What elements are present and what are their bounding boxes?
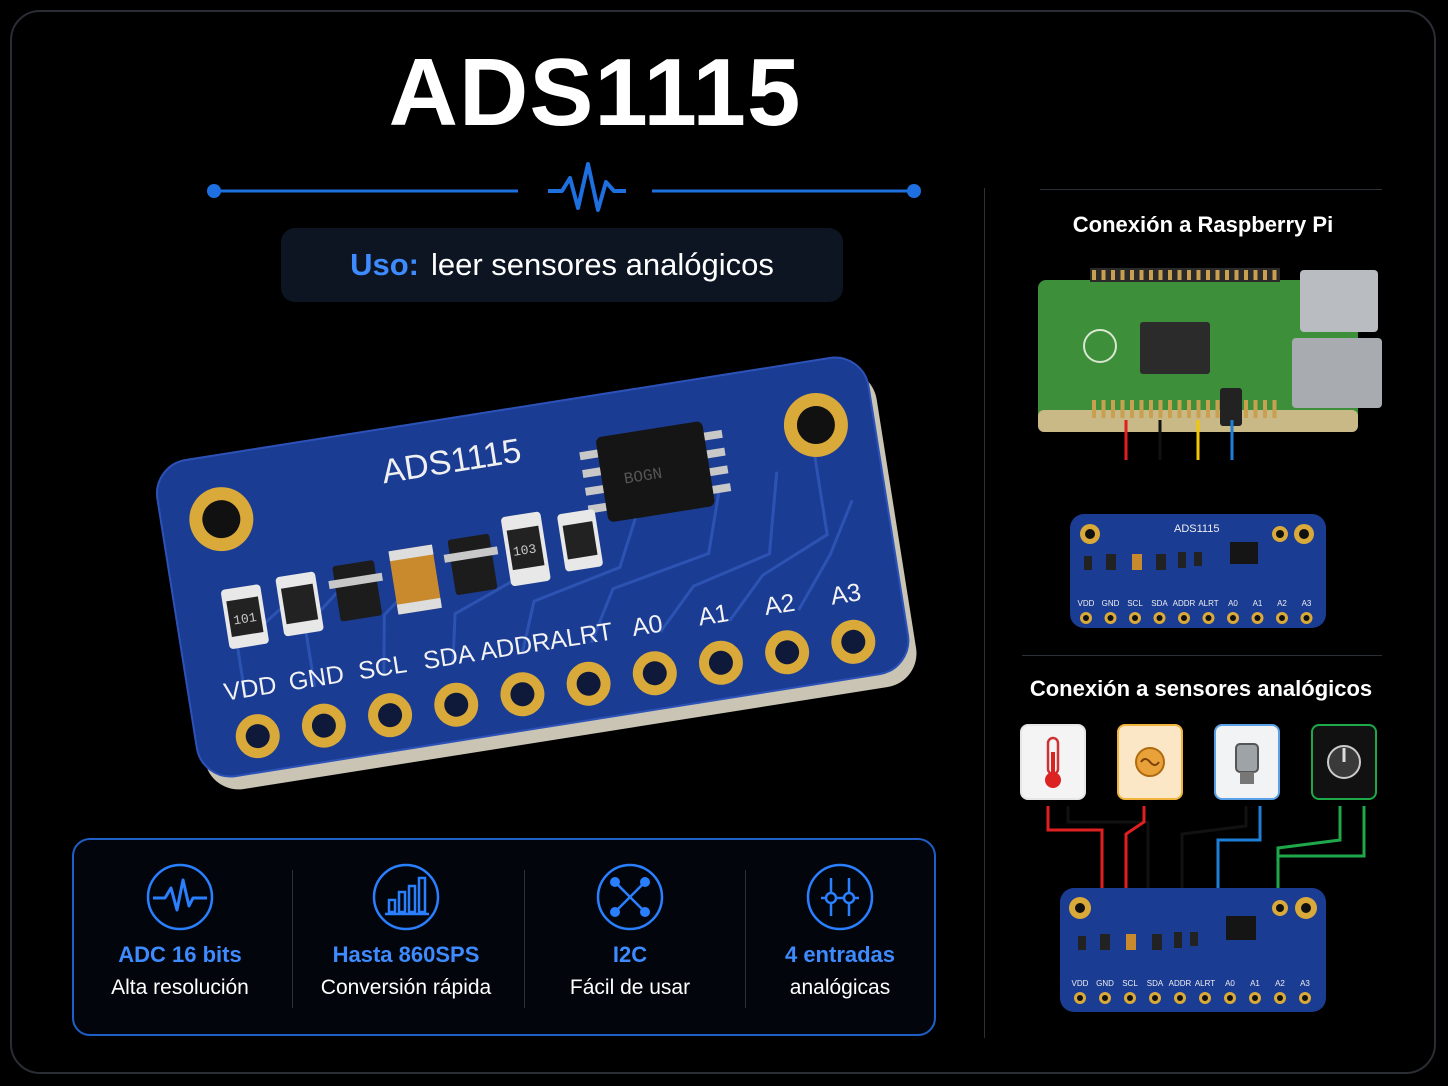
pressure-sensor-icon [1235, 743, 1259, 784]
pin-scl: SCL [1127, 599, 1143, 624]
thermometer-icon [1045, 736, 1061, 788]
resistor-code: 101 [232, 610, 258, 629]
title-divider [207, 162, 921, 212]
pin-label: A3 [1300, 979, 1310, 988]
pin-label: SDA [1147, 979, 1164, 988]
pin-a2: A2 [762, 589, 810, 675]
pin-a3: A3 [829, 578, 876, 664]
section-rule [1040, 189, 1382, 190]
pin-label: A3 [829, 578, 864, 610]
pin-gnd: GND [287, 660, 346, 748]
pin-label: A0 [630, 610, 665, 642]
pin-label: SCL [1122, 979, 1138, 988]
pin-gnd: GND [1096, 979, 1114, 1004]
pin-label: A2 [1275, 979, 1285, 988]
waveform-icon [548, 162, 626, 212]
small-board-label: ADS1115 [1174, 523, 1219, 535]
pressure-sensor [1214, 724, 1280, 800]
pin-scl: SCL [1122, 979, 1138, 1004]
bar-chart-icon [372, 863, 440, 931]
feature-subtitle: Alta resolución [111, 976, 249, 999]
feature-item: I2C Fácil de usar [530, 862, 730, 1000]
feature-title: ADC 16 bits [118, 942, 242, 967]
pin-a1: A1 [1251, 599, 1264, 624]
pin-sda: SDA [1147, 979, 1164, 1004]
sliders-icon [806, 863, 874, 931]
light-sensor-icon [1135, 747, 1165, 777]
pin-label: A0 [1228, 599, 1238, 608]
feature-divider [292, 870, 293, 1008]
pin-a0: A0 [630, 610, 677, 696]
pin-label: GND [1102, 599, 1120, 608]
network-icon [596, 863, 664, 931]
section-rule [1022, 655, 1382, 656]
sensors-section-title: Conexión a sensores analógicos [1029, 676, 1373, 701]
pin-label: ALRT [1198, 599, 1218, 608]
pin-a2: A2 [1276, 599, 1288, 624]
pin-addr: ADDR [1173, 599, 1196, 624]
feature-subtitle: analógicas [789, 976, 891, 999]
pin-label: A1 [1250, 979, 1260, 988]
pin-sda: SDA [1151, 599, 1168, 624]
potentiometer-icon [1327, 745, 1361, 779]
feature-title: Hasta 860SPS [332, 942, 480, 967]
pin-label: A2 [762, 589, 797, 621]
feature-item: Hasta 860SPS Conversión rápida [306, 862, 506, 1000]
pin-label: A2 [1277, 599, 1287, 608]
pin-alrt: ALRT [1195, 979, 1215, 1004]
pin-label: ADDR [1173, 599, 1196, 608]
column-divider [984, 188, 985, 1038]
smd-components: 101 103 [221, 509, 603, 649]
pin-a3: A3 [1300, 599, 1313, 624]
pin-gnd: GND [1102, 599, 1120, 624]
pin-label: ALRT [1195, 979, 1215, 988]
pi-section-title: Conexión a Raspberry Pi [1072, 212, 1334, 237]
feature-item: ADC 16 bits Alta resolución [80, 862, 280, 1000]
sensor-wires [1046, 806, 1366, 896]
light-sensor [1117, 724, 1183, 800]
pin-label: SCL [1127, 599, 1143, 608]
pin-vdd: VDD [1078, 599, 1095, 624]
usage-key: Uso: [350, 247, 419, 282]
feature-item: 4 entradas analógicas [740, 862, 940, 1000]
usage-banner: Uso: leer sensores analógicos [281, 228, 843, 302]
pin-label: A3 [1302, 599, 1312, 608]
pin-label: SDA [1151, 599, 1168, 608]
feature-divider [524, 870, 525, 1008]
pin-label: ADDR [1169, 979, 1192, 988]
pin-label: GND [1096, 979, 1114, 988]
pin-alrt: ALRT [1198, 599, 1219, 624]
feature-subtitle: Fácil de usar [569, 976, 691, 999]
waveform-icon [146, 863, 214, 931]
pin-addr: ADDR [1169, 979, 1192, 1004]
potentiometer-sensor [1311, 724, 1377, 800]
pin-label: VDD [1078, 599, 1095, 608]
feature-divider [745, 870, 746, 1008]
raspberry-pi-image [1038, 268, 1382, 460]
resistor-code-2: 103 [512, 541, 537, 559]
adc-chip: BOGN [579, 421, 732, 522]
pin-label: A1 [1253, 599, 1263, 608]
pin-a0: A0 [1227, 599, 1239, 624]
feature-title: 4 entradas [784, 942, 896, 967]
pin-a0: A0 [1224, 979, 1236, 1004]
pin-vdd: VDD [1072, 979, 1089, 1004]
pin-a1: A1 [696, 599, 743, 685]
feature-subtitle: Conversión rápida [320, 976, 492, 999]
pin-a1: A1 [1249, 979, 1261, 1004]
usage-value: leer sensores analógicos [430, 247, 774, 282]
pin-a3: A3 [1299, 979, 1311, 1004]
pin-label: VDD [1072, 979, 1089, 988]
feature-title: I2C [612, 942, 648, 967]
chip-marking: BOGN [623, 465, 664, 489]
pin-label: A0 [1225, 979, 1235, 988]
pin-label: A1 [696, 599, 731, 631]
pin-a2: A2 [1274, 979, 1286, 1004]
page-title: ADS1115 [388, 39, 802, 146]
features-panel: ADC 16 bits Alta resolución Hasta 860SPS… [72, 838, 936, 1036]
thermometer-sensor [1020, 724, 1086, 800]
